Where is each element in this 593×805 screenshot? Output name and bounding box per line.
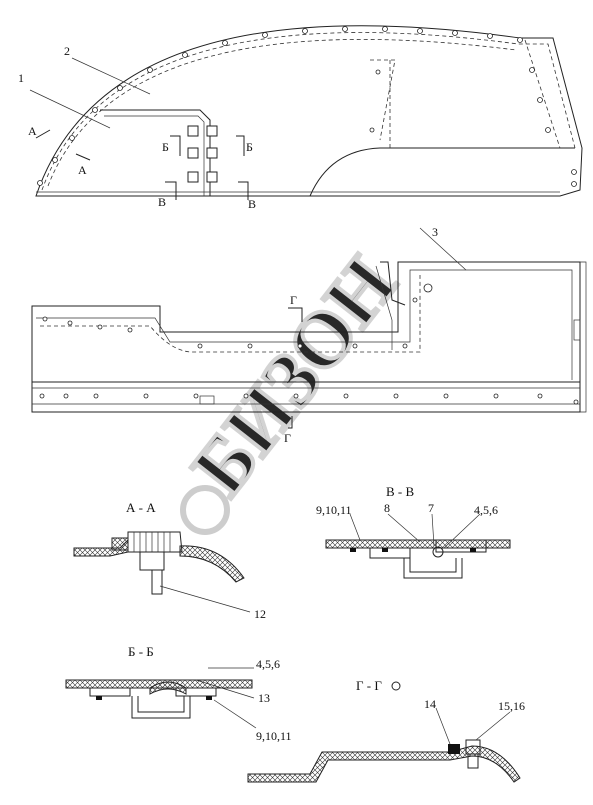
callout-15-16: 15,16 [498, 699, 525, 713]
callout-13: 13 [258, 691, 270, 705]
section-title-vv: В - В [386, 484, 415, 499]
watermark-logo: БИЗОН [173, 238, 415, 535]
section-vv-detail [325, 513, 511, 579]
view-direction-circle [391, 681, 401, 691]
top-panel-view [29, 25, 583, 200]
section-mark-v-right: В [248, 197, 256, 211]
section-mark-a-left: А [28, 124, 37, 138]
callout-12: 12 [254, 607, 266, 621]
lower-panel-view [31, 227, 587, 429]
section-title-bb: Б - Б [128, 644, 154, 659]
section-mark-b-right: Б [246, 140, 253, 154]
section-title-gg: Г - Г [356, 678, 382, 693]
callout-4-5-6-vv: 4,5,6 [474, 503, 498, 517]
section-mark-g-bottom: Г [284, 431, 291, 445]
watermark-text: БИЗОН [175, 240, 413, 510]
callout-3: 3 [432, 225, 438, 239]
callout-7: 7 [428, 501, 434, 515]
section-aa-detail [73, 531, 251, 613]
callout-9-10-11-vv: 9,10,11 [316, 503, 352, 517]
callout-8: 8 [384, 501, 390, 515]
section-mark-b-left: Б [162, 140, 169, 154]
callout-14: 14 [424, 697, 436, 711]
callout-4-5-6-bb: 4,5,6 [256, 657, 280, 671]
callout-1: 1 [18, 71, 24, 85]
section-mark-g-top: Г [290, 293, 297, 307]
callout-9-10-11-bb: 9,10,11 [256, 729, 292, 743]
section-mark-v-left: В [158, 195, 166, 209]
section-gg-detail [247, 707, 521, 783]
section-bb-detail [65, 667, 257, 729]
section-title-aa: А - А [126, 500, 156, 515]
callout-2: 2 [64, 44, 70, 58]
section-mark-a-right: А [78, 163, 87, 177]
